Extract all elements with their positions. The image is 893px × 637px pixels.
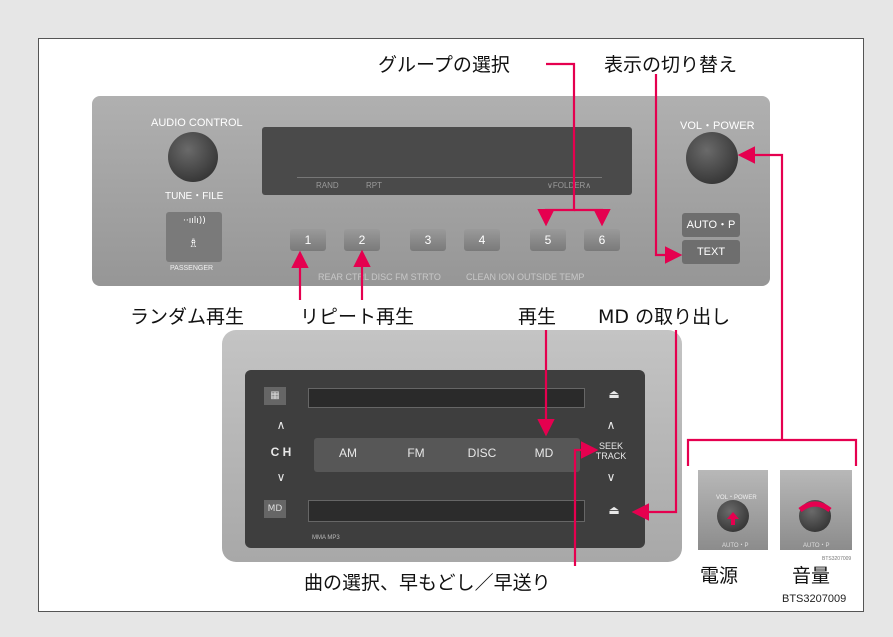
disc-button[interactable]: DISC [467,446,497,460]
text-button[interactable]: TEXT [682,240,740,264]
auto-p-button[interactable]: AUTO・P [682,213,740,237]
preset-button-4[interactable]: 4 [464,229,500,251]
tune-file-label: TUNE・FILE [165,191,224,202]
rpt-indicator: RPT [366,181,382,190]
disc-icon[interactable]: ▦ [264,387,286,405]
callout-power: 電源 [700,565,739,587]
preset-button-3[interactable]: 3 [410,229,446,251]
preset-button-6[interactable]: 6 [584,229,620,251]
passenger-button-block[interactable] [166,212,222,262]
audio-control-label: AUDIO CONTROL [151,117,243,129]
preset-button-1[interactable]: 1 [290,229,326,251]
md-button[interactable]: MD [534,446,554,460]
eject-top-icon[interactable]: ⏏ [608,387,620,401]
tune-file-knob[interactable] [168,132,218,182]
display-line [297,177,602,178]
passenger-label: PASSENGER [170,265,214,272]
callout-repeat: リピート再生 [300,306,415,328]
seek-track-label: SEEK TRACK [595,441,627,461]
vol-power-label: VOL・POWER [680,120,755,132]
seek-up-icon[interactable]: ∧ [606,418,616,432]
md-icon[interactable]: MD [264,500,286,518]
source-button-bar [314,438,580,472]
ch-label: C H [270,445,292,459]
eject-md-icon[interactable]: ⏏ [608,503,620,517]
signal-icon: ··ıılı)) [183,216,206,226]
vol-power-knob[interactable] [686,132,738,184]
md-slot [308,500,585,522]
figure-id: BTS3207009 [782,593,847,605]
preset-button-5[interactable]: 5 [530,229,566,251]
folder-indicator: ∨FOLDER∧ [547,181,592,190]
disc-slot-top [308,388,585,408]
callout-md-eject: MD の取り出し [598,306,731,328]
ch-down-icon[interactable]: ∨ [276,470,286,484]
display-screen [262,127,632,195]
callout-group-select: グループの選択 [378,54,510,76]
mma-mp3-label: MMA MP3 [312,535,340,541]
inset-vol-power-label: VOL・POWER [716,495,757,501]
callout-random: ランダム再生 [130,306,245,328]
callout-display-switch: 表示の切り替え [604,54,738,76]
inset-auto-p-label-2: AUTO・P [803,543,830,549]
seek-down-icon[interactable]: ∨ [606,470,616,484]
am-button[interactable]: AM [339,446,357,460]
callout-play: 再生 [518,306,557,328]
seat-icon: ♗ [188,236,199,250]
rand-indicator: RAND [316,181,339,190]
clean-strip-label: CLEAN ION OUTSIDE TEMP [466,272,585,282]
inset-code: BTS3207009 [822,556,852,562]
inset-auto-p-label: AUTO・P [722,543,749,549]
callout-volume: 音量 [792,565,831,587]
ch-up-icon[interactable]: ∧ [276,418,286,432]
callout-track-select: 曲の選択、早もどし／早送り [304,572,551,594]
preset-button-2[interactable]: 2 [344,229,380,251]
fm-button[interactable]: FM [407,446,425,460]
rear-strip-label: REAR CTRL DISC FM STRTO [318,272,441,282]
